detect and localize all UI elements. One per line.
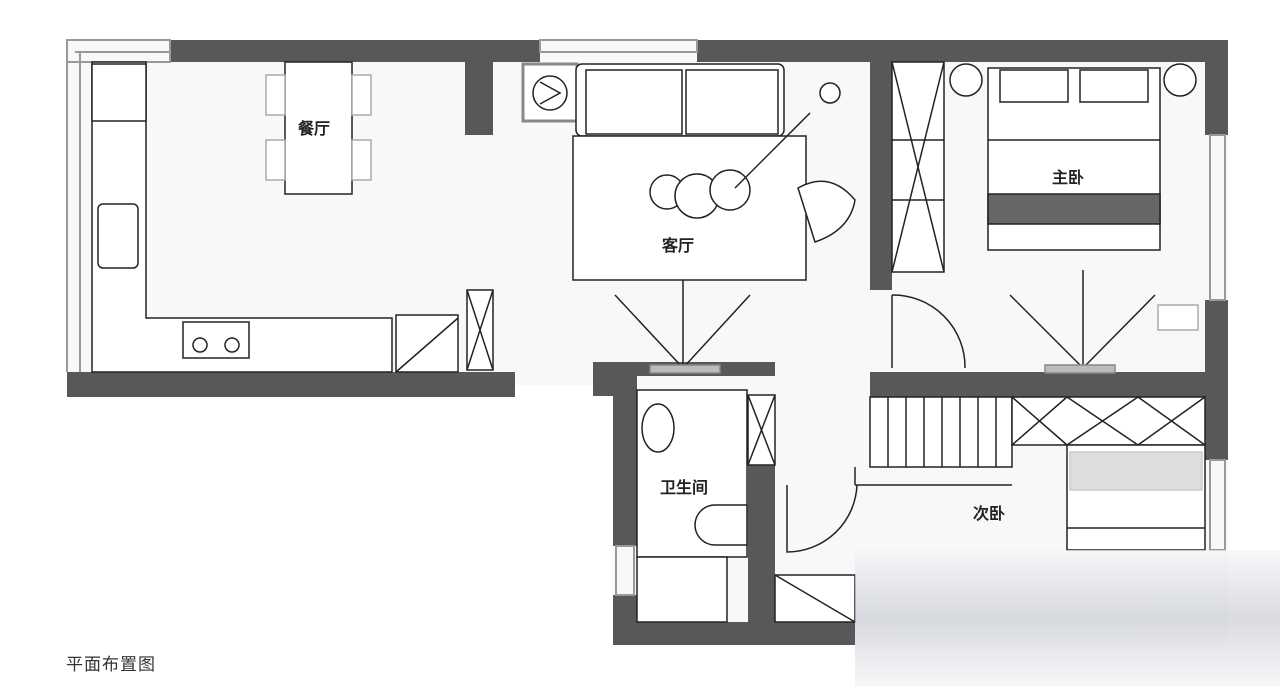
watermark-blur — [855, 550, 1280, 686]
room-label-bathroom: 卫生间 — [660, 478, 709, 497]
room-label-second-bedroom: 次卧 — [973, 504, 1006, 523]
windows — [66, 39, 1226, 596]
room-label-living: 客厅 — [662, 236, 695, 255]
room-label-dining: 餐厅 — [298, 119, 331, 138]
furniture — [91, 61, 1206, 623]
plan-caption: 平面布置图 — [66, 655, 156, 675]
room-label-master-bedroom: 主卧 — [1052, 168, 1085, 187]
